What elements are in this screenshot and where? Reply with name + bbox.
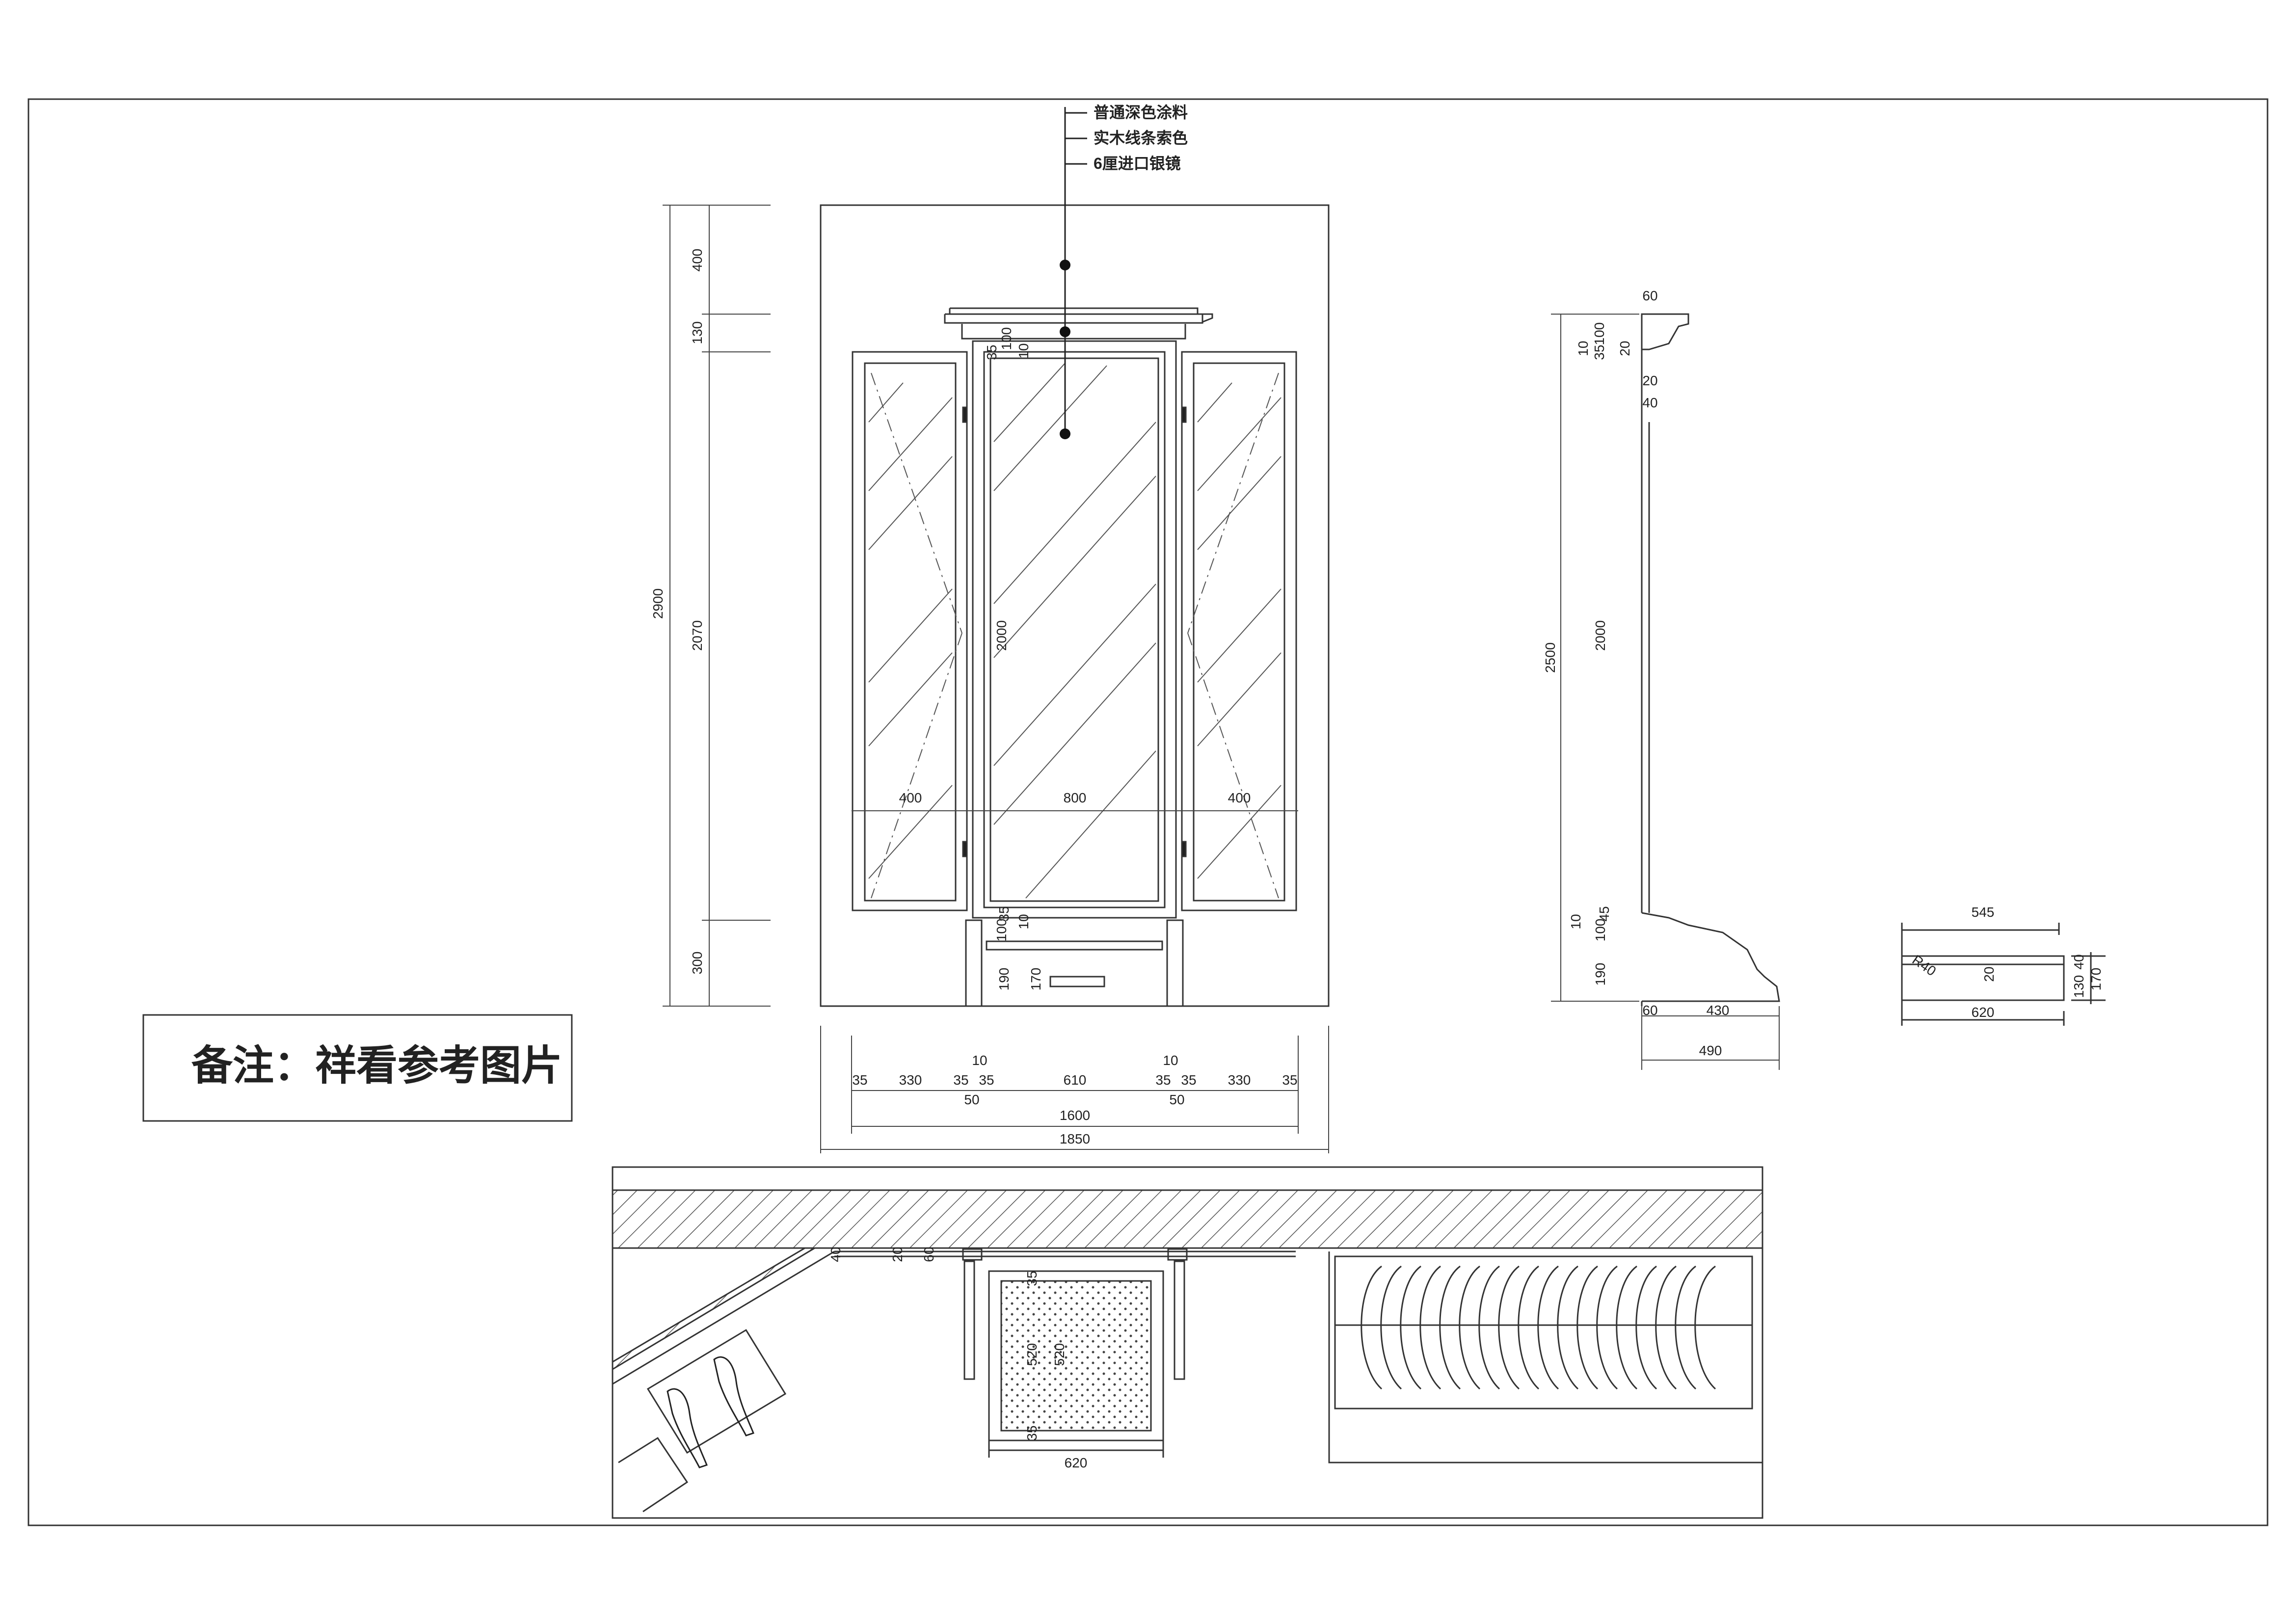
dim-text: 20 bbox=[1617, 341, 1632, 356]
mirror-reflection-lines bbox=[868, 363, 1281, 899]
dim-text: 35 bbox=[979, 1072, 994, 1088]
callout-leader bbox=[1064, 107, 1087, 434]
dim-text: 2000 bbox=[994, 620, 1009, 651]
dim-text: 50 bbox=[1169, 1092, 1184, 1107]
sheet-border bbox=[27, 98, 2269, 1526]
dim-text: 2000 bbox=[1593, 620, 1608, 651]
dim-text: 610 bbox=[1064, 1072, 1087, 1088]
dim-text: 35 bbox=[1592, 345, 1607, 360]
dim-text: 35 bbox=[852, 1072, 867, 1088]
dim-text: 35 bbox=[984, 345, 999, 360]
dim-text: 10 bbox=[1163, 1053, 1178, 1068]
front-horizontal-dim-lines bbox=[820, 1026, 1329, 1153]
dim-text: 100 bbox=[1592, 322, 1607, 346]
dim-text: 100 bbox=[994, 919, 1009, 942]
dim-text: 35 bbox=[953, 1072, 968, 1088]
dim-text: 430 bbox=[1707, 1003, 1730, 1018]
hanger-icons bbox=[1361, 1265, 1716, 1390]
note-box bbox=[142, 1014, 573, 1122]
dim-text: 35 bbox=[1024, 1425, 1040, 1440]
dim-text: 545 bbox=[1972, 905, 1995, 920]
dim-text: 60 bbox=[1642, 288, 1657, 303]
dim-text: 35 bbox=[1024, 1271, 1040, 1286]
dim-text: 400 bbox=[899, 790, 922, 805]
shoe-icon bbox=[667, 1356, 754, 1468]
dim-text: 10 bbox=[1568, 914, 1583, 929]
dim-text: 190 bbox=[1593, 963, 1608, 986]
front-vertical-dim-lines bbox=[663, 205, 771, 1007]
callout-dot bbox=[1060, 326, 1070, 337]
dim-text: 100 bbox=[999, 327, 1014, 350]
dim-text: 1850 bbox=[1060, 1131, 1090, 1146]
dim-text: 170 bbox=[2088, 968, 2104, 991]
callout-dot bbox=[1060, 428, 1070, 439]
dim-text: 620 bbox=[1972, 1005, 1995, 1020]
dim-text: 20 bbox=[1981, 966, 1997, 982]
dim-text: 170 bbox=[1028, 968, 1043, 991]
dim-text: 45 bbox=[1597, 906, 1612, 921]
callout-text: 6厘进口银镜 bbox=[1094, 155, 1181, 172]
dim-text: 490 bbox=[1699, 1043, 1722, 1058]
dim-text: 10 bbox=[1016, 343, 1031, 358]
dim-text: 400 bbox=[1228, 790, 1251, 805]
note-text: 备注：祥看参考图片 bbox=[191, 1042, 562, 1089]
dim-text: 35 bbox=[996, 906, 1012, 921]
dim-text: 10 bbox=[1016, 914, 1031, 929]
dim-text: 10 bbox=[1575, 341, 1591, 356]
dim-text: 35 bbox=[1155, 1072, 1171, 1088]
dim-text: 60 bbox=[921, 1247, 936, 1262]
dim-text: 40 bbox=[2071, 954, 2086, 969]
dim-text: 620 bbox=[1065, 1455, 1088, 1470]
callout-text: 实木线条索色 bbox=[1094, 129, 1188, 147]
dim-text: 100 bbox=[1593, 919, 1608, 942]
dim-text: 35 bbox=[1181, 1072, 1196, 1088]
dim-text: 10 bbox=[972, 1053, 987, 1068]
dim-text: 2500 bbox=[1543, 642, 1558, 673]
side-dim-lines bbox=[1551, 314, 1780, 1070]
dim-text: 520 bbox=[1024, 1343, 1040, 1366]
dim-text: 130 bbox=[690, 321, 705, 345]
dim-text: 50 bbox=[964, 1092, 979, 1107]
dim-text: 2070 bbox=[690, 620, 705, 651]
dim-text: 190 bbox=[996, 968, 1012, 991]
side-elevation bbox=[1641, 313, 1780, 1006]
floor-plan bbox=[612, 1166, 1763, 1519]
dim-text: 1600 bbox=[1060, 1108, 1090, 1123]
dim-text: 520 bbox=[1052, 1343, 1067, 1366]
dim-text: 60 bbox=[1642, 1003, 1657, 1018]
profile-detail bbox=[1901, 923, 2106, 1026]
front-elevation bbox=[820, 204, 1330, 1007]
dim-text: 40 bbox=[1642, 395, 1657, 410]
dim-text: 300 bbox=[690, 952, 705, 975]
dim-text: 35 bbox=[1282, 1072, 1297, 1088]
dim-text: 20 bbox=[890, 1247, 905, 1262]
dim-text: 800 bbox=[1064, 790, 1087, 805]
dim-text: 330 bbox=[1228, 1072, 1251, 1088]
hidden-door-swing-lines bbox=[871, 373, 1279, 899]
dim-text: 330 bbox=[899, 1072, 922, 1088]
callout-dot bbox=[1060, 260, 1070, 270]
dim-text: 130 bbox=[2071, 975, 2086, 998]
dim-text: 2900 bbox=[650, 588, 666, 619]
dim-text: 40 bbox=[828, 1247, 843, 1262]
dim-text: 20 bbox=[1642, 373, 1657, 388]
dim-text: 400 bbox=[690, 249, 705, 272]
callout-text: 普通深色涂料 bbox=[1094, 104, 1188, 121]
